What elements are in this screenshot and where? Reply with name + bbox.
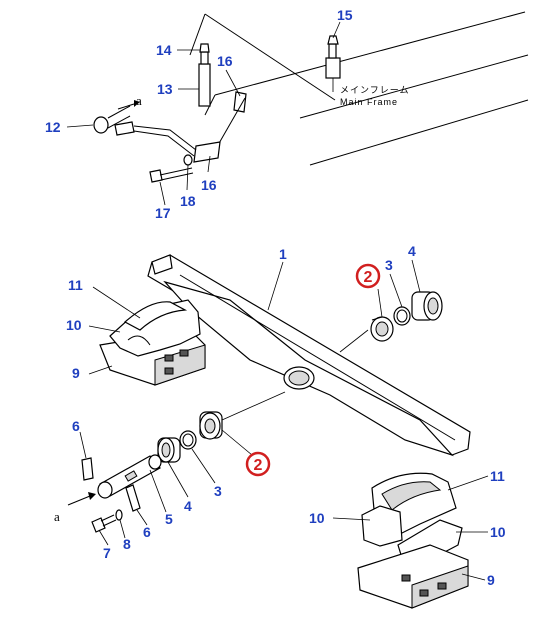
pin-5 (97, 454, 162, 499)
washer-18 (183, 154, 193, 166)
bushing-4-lower (157, 437, 181, 463)
callout-10-right-right: 10 (490, 524, 506, 540)
callout-7: 7 (103, 545, 111, 561)
bushing-2-lower (199, 411, 223, 440)
callout-1: 1 (279, 246, 287, 262)
callout-14: 14 (156, 42, 172, 58)
bolt-17 (149, 167, 194, 183)
bushing-2-upper (370, 316, 394, 342)
callout-16-bottom: 16 (201, 177, 217, 193)
callout-10-left: 10 (66, 317, 82, 333)
callout-12: 12 (45, 119, 61, 135)
bushing-4-upper (411, 291, 443, 321)
seal-3-upper (393, 306, 411, 326)
reference-letter-a-lower: a (54, 509, 60, 524)
callout-6-upper: 6 (72, 418, 80, 434)
callout-3-lower: 3 (214, 483, 222, 499)
callout-16-top: 16 (217, 53, 233, 69)
main-frame-outline (189, 11, 529, 166)
highlighted-callout-2-upper[interactable]: 2 (355, 263, 381, 289)
main-frame-label-jp: メインフレーム (340, 85, 409, 95)
callout-4-lower: 4 (184, 498, 192, 514)
callout-9-left: 9 (72, 365, 80, 381)
equalizer-bar-1 (147, 254, 471, 457)
grease-tube-assembly (193, 43, 247, 163)
plate-6-lower (125, 484, 141, 512)
main-frame-label: メインフレーム Main Frame (340, 85, 409, 107)
callout-3-upper: 3 (385, 257, 393, 273)
callout-11-right: 11 (490, 468, 505, 484)
direction-arrow-lower (67, 492, 96, 506)
callout-numbers: 15 14 16 13 12 16 17 18 1 3 4 11 10 9 6 … (45, 7, 506, 588)
grease-fitting-15 (325, 35, 341, 92)
direction-arrow-top (117, 100, 140, 110)
grease-hose-12 (93, 105, 197, 157)
callout-13: 13 (157, 81, 173, 97)
bolt-7 (91, 514, 117, 533)
callout-11-left: 11 (68, 277, 83, 293)
highlighted-callout-2-lower-text: 2 (254, 457, 263, 474)
main-frame-label-en: Main Frame (340, 97, 398, 107)
plate-6-upper (81, 457, 94, 481)
washer-8 (115, 509, 123, 521)
support-assembly-right (357, 472, 469, 609)
reference-letter-a-top: a (136, 93, 142, 108)
callout-15: 15 (337, 7, 353, 23)
support-assembly-left (99, 299, 206, 386)
highlighted-callout-2-lower[interactable]: 2 (245, 451, 271, 477)
seal-3-lower (179, 430, 197, 450)
callout-17: 17 (155, 205, 171, 221)
leader-lines (66, 21, 489, 581)
callout-8: 8 (123, 536, 131, 552)
callout-9-right: 9 (487, 572, 495, 588)
callout-18: 18 (180, 193, 196, 209)
callout-5: 5 (165, 511, 173, 527)
callout-10-right-left: 10 (309, 510, 325, 526)
callout-4-upper: 4 (408, 243, 416, 259)
highlighted-callout-2-upper-text: 2 (364, 269, 373, 286)
callout-6-lower: 6 (143, 524, 151, 540)
